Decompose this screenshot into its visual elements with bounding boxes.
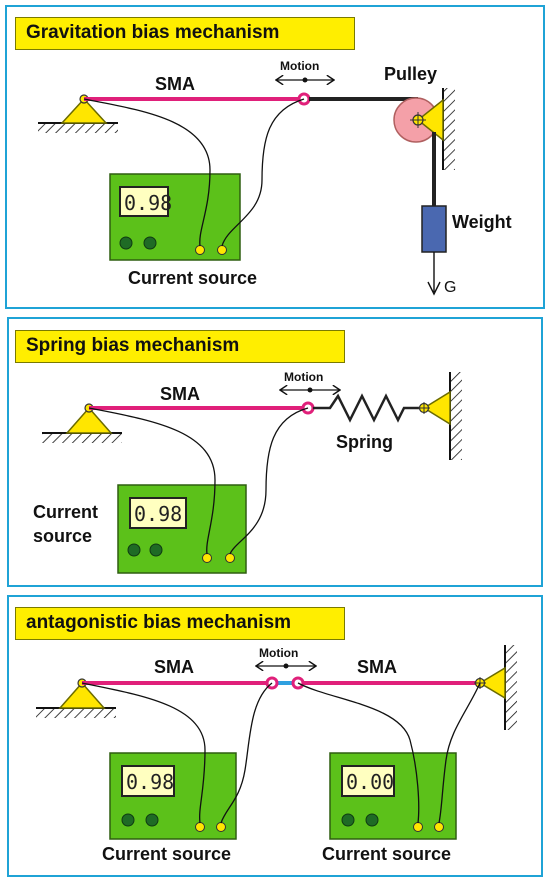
ground-left-1 — [38, 122, 118, 133]
current-source-label-3a: Current source — [102, 844, 231, 864]
weight-label: Weight — [452, 212, 512, 232]
weight-block — [421, 205, 447, 253]
display-readout-2: 0.98 — [134, 502, 182, 526]
current-source-3b: 0.00 — [329, 752, 457, 840]
current-source-3a: 0.98 — [109, 752, 237, 840]
fixed-anchor-3 — [58, 681, 106, 709]
bias-spring — [313, 393, 420, 423]
wall-3 — [504, 645, 517, 730]
current-source-1: 0.98 — [109, 173, 241, 261]
display-readout-3b: 0.00 — [346, 770, 394, 794]
fixed-anchor-2 — [65, 406, 113, 434]
motion-label-1: Motion — [280, 59, 319, 73]
sma-label-right-3: SMA — [357, 657, 397, 677]
motion-label-3: Motion — [259, 646, 298, 660]
wall-1 — [442, 88, 455, 170]
current-source-2: 0.98 — [117, 484, 247, 574]
wall-2 — [449, 372, 462, 460]
gravity-label: G — [444, 279, 456, 296]
current-source-label-1: Current source — [128, 268, 257, 288]
spring-label: Spring — [336, 432, 393, 452]
panel-title-spring: Spring bias mechanism — [15, 330, 345, 363]
current-source-label-3b: Current source — [322, 844, 451, 864]
display-readout-3a: 0.98 — [126, 770, 174, 794]
ground-left-3 — [36, 707, 116, 718]
sma-label-left-3: SMA — [154, 657, 194, 677]
current-source-label-2b: source — [33, 526, 92, 546]
ground-left-2 — [42, 432, 122, 443]
sma-label-1: SMA — [155, 74, 195, 94]
motion-label-2: Motion — [284, 370, 323, 384]
current-source-label-2a: Current — [33, 502, 98, 522]
panel-title-antagonistic: antagonistic bias mechanism — [15, 607, 345, 640]
fixed-anchor-1 — [60, 97, 108, 124]
display-readout-1: 0.98 — [124, 191, 172, 215]
pulley-label: Pulley — [384, 64, 437, 84]
panel-title-gravitation: Gravitation bias mechanism — [15, 17, 355, 50]
sma-label-2: SMA — [160, 384, 200, 404]
